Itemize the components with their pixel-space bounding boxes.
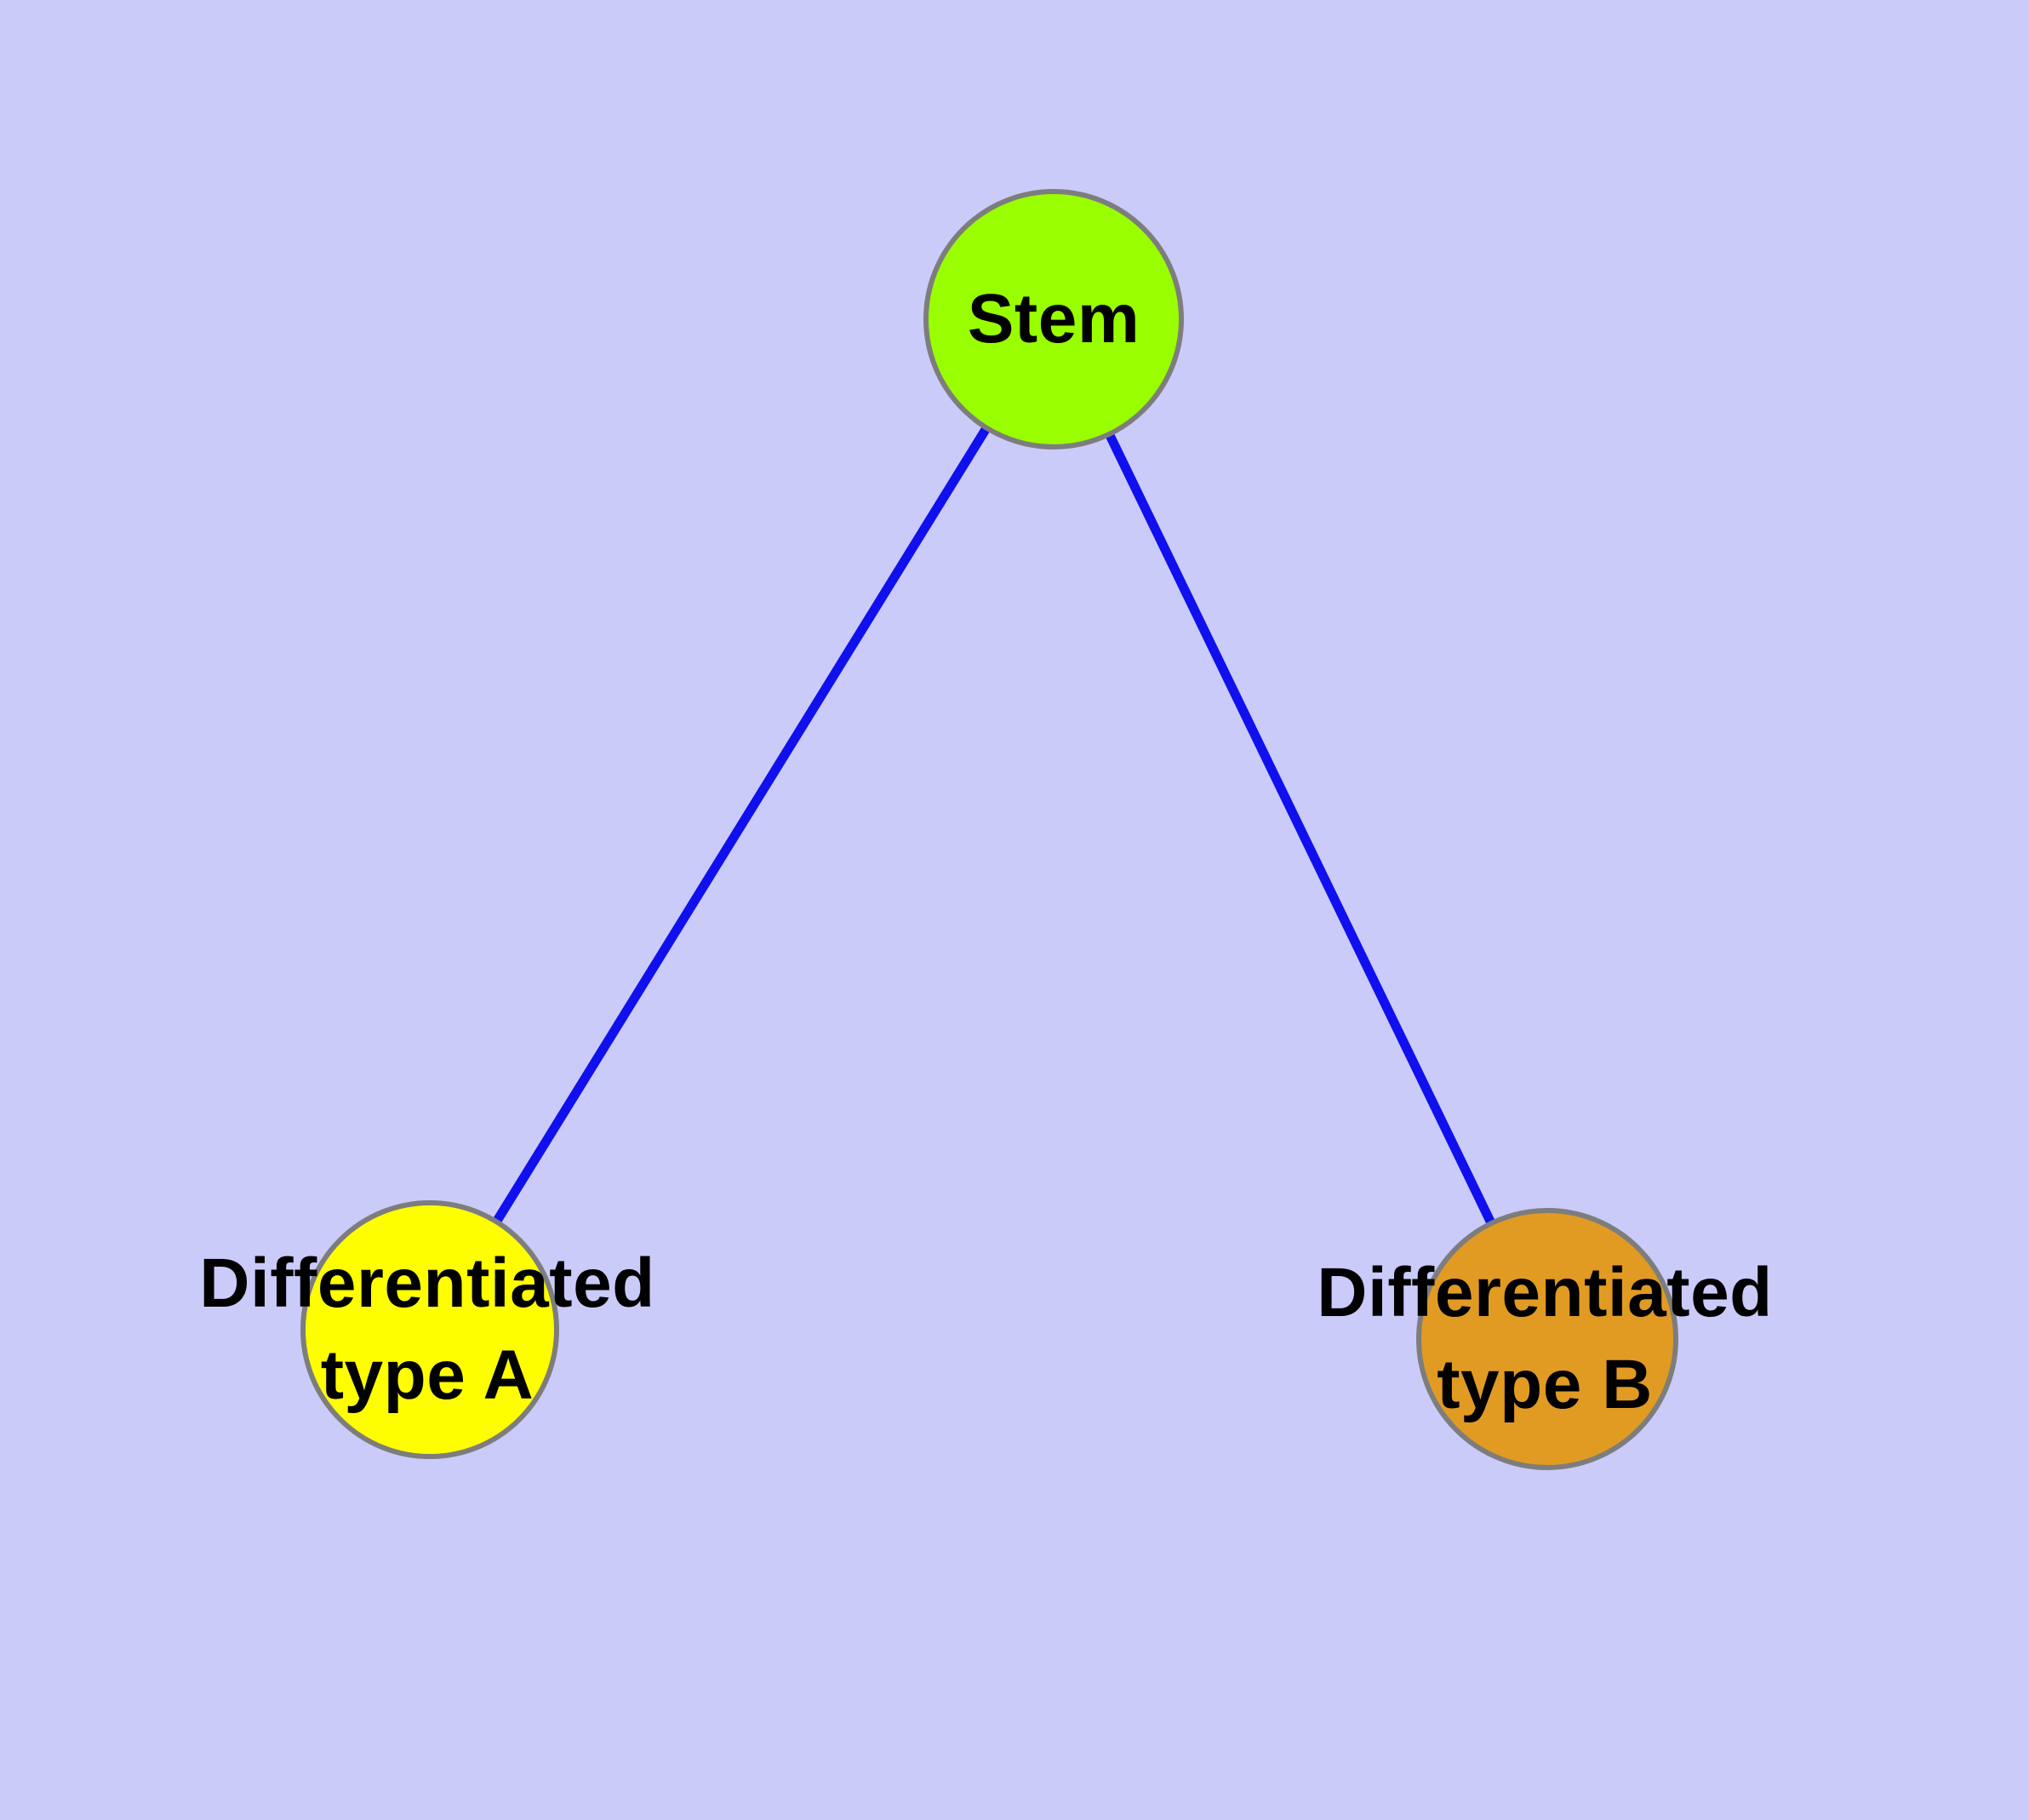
node-differentiated-type-a (300, 1200, 559, 1459)
node-differentiated-type-b (1416, 1208, 1678, 1470)
edge-stem-to-type-a (426, 317, 1058, 1332)
node-stem (923, 189, 1184, 449)
edge-stem-to-type-b (1049, 317, 1552, 1342)
